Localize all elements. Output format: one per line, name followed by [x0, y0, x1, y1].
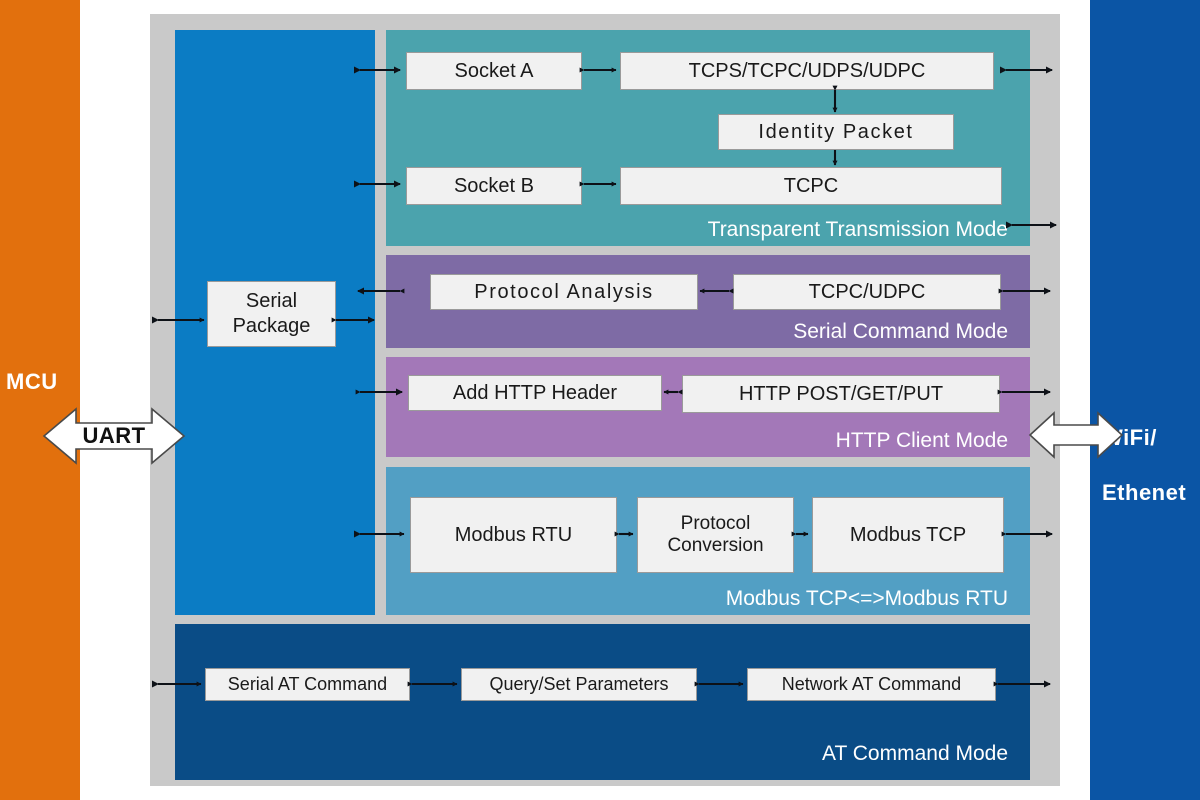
- mode-title-transparent-transmission: Transparent Transmission Mode: [707, 218, 1008, 241]
- network-label-line2: Ethenet: [1102, 479, 1187, 505]
- mode-band-at-command: AT Command Mode: [175, 624, 1030, 780]
- network-label-line1: WiFi/: [1102, 424, 1157, 450]
- box-http-verb: HTTP POST/GET/PUT: [682, 375, 1000, 413]
- mode-title-serial-command: Serial Command Mode: [793, 320, 1008, 343]
- serial-package-box: Serial Package: [207, 281, 336, 347]
- mode-title-modbus: Modbus TCP<=>Modbus RTU: [725, 587, 1008, 610]
- mcu-column: [0, 0, 80, 800]
- uart-label: UART: [82, 423, 146, 448]
- box-tcpc-udpc: TCPC/UDPC: [733, 274, 1001, 310]
- mode-title-http-client: HTTP Client Mode: [835, 429, 1008, 452]
- serial-package-line2: Package: [232, 315, 311, 337]
- box-protocol-analysis: Protocol Analysis: [430, 274, 698, 310]
- serial-package-line1: Serial: [245, 290, 298, 312]
- box-modbus-rtu: Modbus RTU: [410, 497, 617, 573]
- network-label: WiFi/ Ethenet: [1102, 396, 1186, 506]
- box-modbus-tcp: Modbus TCP: [812, 497, 1004, 573]
- box-serial-at-command: Serial AT Command: [205, 668, 410, 701]
- box-socket-b: Socket B: [406, 167, 582, 205]
- network-column: [1090, 0, 1200, 800]
- box-protocols: TCPS/TCPC/UDPS/UDPC: [620, 52, 994, 90]
- box-protocol-conversion: Protocol Conversion: [637, 497, 794, 573]
- box-socket-a: Socket A: [406, 52, 582, 90]
- box-identity-packet: Identity Packet: [718, 114, 954, 150]
- mode-title-at-command: AT Command Mode: [822, 742, 1008, 765]
- box-query-set-parameters: Query/Set Parameters: [461, 668, 697, 701]
- box-tcpc: TCPC: [620, 167, 1002, 205]
- box-network-at-command: Network AT Command: [747, 668, 996, 701]
- mcu-label: MCU: [6, 369, 58, 394]
- box-add-http-header: Add HTTP Header: [408, 375, 662, 411]
